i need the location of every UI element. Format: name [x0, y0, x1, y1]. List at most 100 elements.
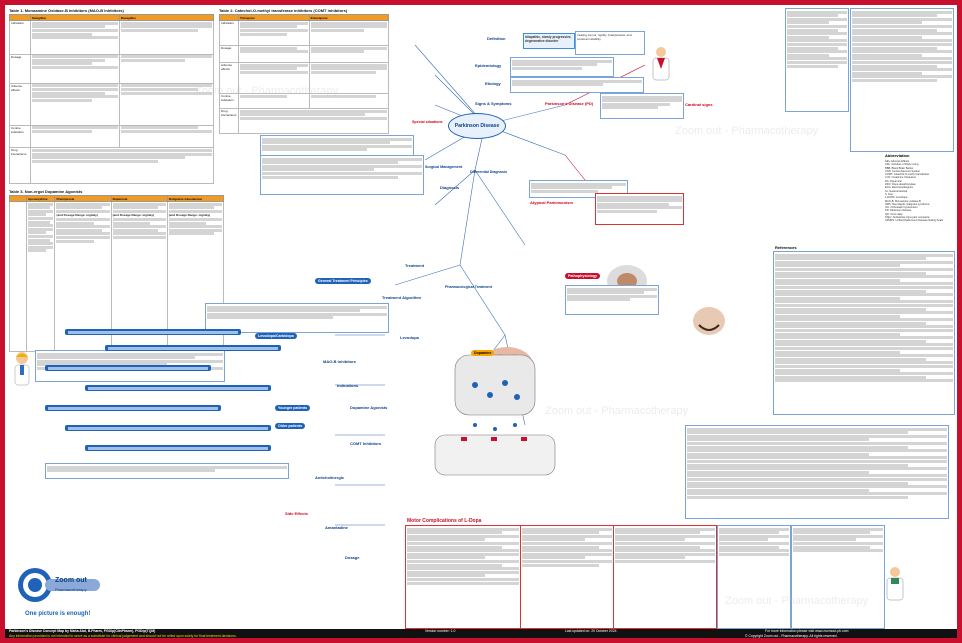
abbrev-17: SNpc: Substantia nigra pars compacta — [885, 216, 930, 220]
treatment-algo-box — [205, 303, 389, 333]
abbrev-4: COMT: Catechol-O-methyl transferase — [885, 173, 930, 177]
definition-node: Definition — [487, 36, 506, 41]
mao-b-node: MAO-B Inhibitors — [323, 359, 356, 364]
diff-dx-box — [595, 193, 684, 225]
table-3-subhead-1: (and Dosage Range: mg/day) — [56, 213, 98, 218]
pharmacist-character-2 — [885, 565, 905, 605]
table-1-row-1: Dosage — [9, 53, 31, 84]
dopamine-agonists-node: Dopamine Agonists — [350, 405, 388, 410]
table-2-row-2: Adverse effects — [219, 61, 239, 95]
abbrev-15: PD: Parkinson disease — [885, 209, 912, 213]
anticholinergic-node: Anticholinergic — [315, 475, 345, 480]
abbrev-title: Abbreviation — [885, 153, 910, 158]
abbrev-13: NMS: Neuroleptic malignant syndrome — [885, 202, 930, 206]
pharmacist-character — [650, 45, 672, 85]
pathophysiology-box — [565, 285, 659, 315]
table-1-col-0 — [9, 13, 31, 22]
complications-box-4 — [717, 525, 791, 629]
definition-text: Idiopathic, slowly progressive, degenera… — [525, 35, 572, 43]
watermark-4: Zoom out - Pharmacotherapy — [725, 595, 869, 607]
cardinal-signs: Cardinal signs — [685, 102, 713, 107]
bar-3 — [45, 365, 211, 372]
brand-name: Zoom out — [55, 577, 87, 584]
table-2-title: Table 2. Catechol-O-methyl transferase i… — [219, 8, 348, 13]
older-patients: Older patients — [275, 423, 306, 429]
bar-5 — [45, 405, 221, 412]
epidemiology-box — [510, 57, 614, 77]
concept-map-poster: Table 1. Monoamine Oxidase-B Inhibitors … — [5, 5, 957, 638]
abbrev-12: MAO-B: Monoamine oxidase-B — [885, 199, 921, 203]
definition-box: Idiopathic, slowly progressive, degenera… — [523, 33, 575, 49]
abbrev-7: DDC: Dopa decarboxylase — [885, 183, 916, 187]
abbrev-0: AEs: Adverse Effects — [885, 160, 910, 163]
table-1-row-3: Contra-indication — [9, 124, 31, 149]
bar-6 — [65, 425, 271, 432]
table-2-col-2: Entacapone — [308, 13, 390, 22]
treatment-algorithm: Treatment Algorithm — [382, 295, 421, 300]
complications-box-1 — [405, 525, 521, 629]
footer-copyright: © Copyright Zoom out - Pharmacotherapy. … — [745, 633, 838, 638]
levodopa-node: Levodopa — [400, 335, 419, 340]
abbrev-1: ADL: Activities of Daily Living — [885, 163, 919, 167]
comt-node: COMT Inhibitors — [350, 441, 382, 446]
complications-title: Motor Complications of L-Dopa — [407, 518, 482, 524]
bar-7 — [85, 445, 271, 452]
bar-4 — [85, 385, 271, 392]
atypical-parkinsonism: Atypical Parkinsonism — [530, 200, 573, 205]
amantadine-node: Amantadine — [325, 525, 348, 530]
right-notes-2 — [850, 8, 954, 152]
diagnosis-node: Diagnosis — [440, 185, 460, 190]
brand-logo: Zoom out Pharmacotherapy One picture is … — [15, 565, 105, 623]
table-2-row-0: Indication — [219, 20, 239, 47]
references-title: References — [775, 245, 797, 250]
table-2-comt: Tolcapone Entacapone Indication Dosage A… — [219, 13, 390, 135]
pathophysiology-node: Pathophysiology — [565, 273, 600, 279]
bar-1 — [65, 329, 241, 336]
definition-detail: treating tremor, rigidity, bradykinesia,… — [575, 31, 645, 55]
etiology-node: Etiology — [485, 81, 501, 86]
main-hub: Parkinson Disease — [448, 113, 506, 139]
doctor-illustration — [11, 350, 33, 390]
table-1-title: Table 1. Monoamine Oxidase-B Inhibitors … — [9, 8, 124, 13]
algo-footnote — [45, 463, 289, 479]
levodopa-pill: Levodopa/Carbidopa — [255, 333, 297, 339]
substantia-nigra-icon — [691, 305, 727, 341]
table-1-row-0: Indication — [9, 20, 31, 55]
table-2-row-3: Contra-indication — [219, 93, 239, 109]
complications-box-2 — [520, 525, 614, 629]
indications-node: Indications — [337, 383, 359, 388]
right-mid-notes — [685, 425, 949, 519]
footer-updated: Last updated on: 20 October 2024 — [565, 629, 617, 633]
footer-bar: Parkinson's Disease Concept Map by Maha … — [5, 629, 957, 638]
dopamine-label: Dopamine — [471, 350, 495, 356]
complications-box-3 — [613, 525, 717, 629]
synapse-diagram — [405, 345, 585, 485]
abbrev-9: GI: Gastrointestinal — [885, 189, 908, 193]
table-2-col-0 — [219, 13, 239, 22]
bar-2 — [105, 345, 281, 352]
younger-patients: Younger patients — [275, 405, 311, 411]
footer-version: Version number: 1.0 — [425, 629, 456, 633]
epidemiology-node: Epidemiology — [475, 63, 502, 68]
treatment-node: Treatment — [405, 263, 425, 268]
abbrev-3: CNS: Central Nervous System — [885, 169, 921, 173]
table-1-col-2: Rasagiline — [118, 13, 215, 22]
signs-detail — [600, 93, 684, 119]
complications-box-5 — [791, 525, 885, 629]
table-1-row-4: Drug interactions — [9, 147, 31, 184]
pd-box: Parkinson's Disease (PD) — [545, 101, 594, 106]
dosage-node: Dosage — [345, 555, 360, 560]
footer-visit[interactable]: For more information please visit www.zo… — [765, 629, 849, 633]
watermark-2: Zoom out - Pharmacotherapy — [675, 125, 819, 137]
special-situations: Special situations — [412, 120, 443, 124]
table-1-mao-b: Selegiline Rasagiline Indication Dosage … — [9, 13, 215, 184]
abbrev-5: CrCl: Creatinine Clearance — [885, 176, 916, 180]
abbrev-8: ECG: Electrocardiogram — [885, 186, 914, 190]
abbrev-18: UPDRS: Unified Parkinson's Disease Ratin… — [885, 219, 944, 223]
table-3-subhead-3: (and Dosage Range: mg/day) — [168, 213, 211, 218]
footer-author: Parkinson's Disease Concept Map by Maha … — [9, 629, 156, 633]
special-situations-box — [260, 135, 414, 157]
table-3-title: Table 3. Non-ergot Dopamine Agonists — [9, 189, 83, 194]
table-3-subhead-2: (and Dosage Range: mg/day) — [112, 213, 154, 218]
abbreviation-list: AEs: Adverse Effects ADL: Activities of … — [885, 160, 953, 223]
